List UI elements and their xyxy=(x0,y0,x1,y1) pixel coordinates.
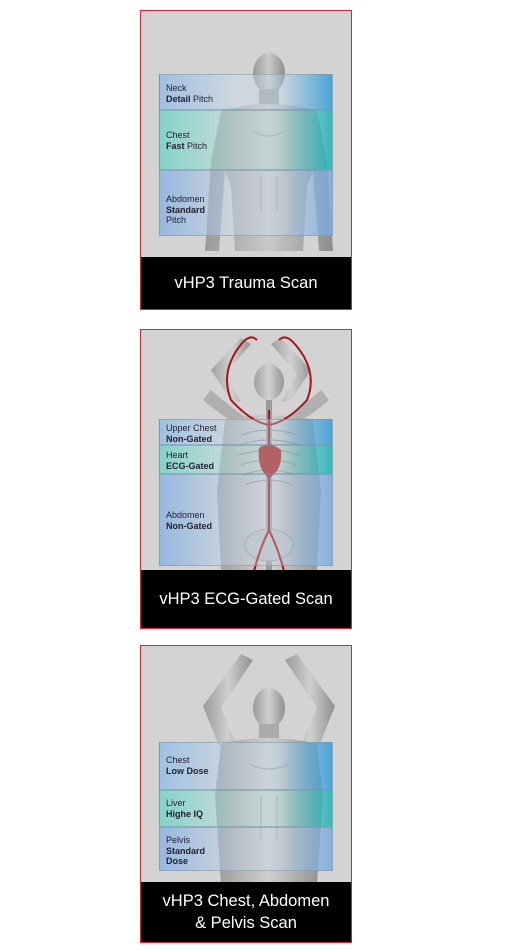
caption-text: vHP3 Trauma Scan xyxy=(174,274,318,292)
band-setting-label: Standard xyxy=(166,845,206,856)
band-setting-suffix: Pitch xyxy=(184,140,208,151)
band-neck: Neck Detail Pitch xyxy=(159,74,333,110)
band-setting-label: Fast xyxy=(166,140,185,151)
band-region-label: Pelvis xyxy=(166,835,191,845)
band-setting-label: Non-Gated xyxy=(166,520,212,531)
chest-abdomen-pelvis-scan-card: Chest Low Dose Liver Highe IQ Pelvis Sta… xyxy=(140,645,352,943)
trauma-scan-card: Neck Detail Pitch Chest Fast Pitch Abdom… xyxy=(140,10,352,310)
caption-text: vHP3 ECG-Gated Scan xyxy=(159,590,333,608)
caption-text-line2: & Pelvis Scan xyxy=(195,914,297,932)
ecg-gated-scan-card: Upper Chest Non-Gated Heart ECG-Gated Ab… xyxy=(140,329,352,629)
band-abdomen: Abdomen Standard Pitch xyxy=(159,170,333,236)
band-setting-label: Detail xyxy=(166,93,191,104)
band-region-label: Neck xyxy=(166,83,187,93)
band-chest: Chest Fast Pitch xyxy=(159,110,333,170)
band-setting-label: ECG-Gated xyxy=(166,460,215,471)
band-setting-suffix: Dose xyxy=(166,856,189,866)
band-pelvis: Pelvis Standard Dose xyxy=(159,827,333,871)
card-caption: vHP3 Chest, Abdomen & Pelvis Scan xyxy=(141,882,351,942)
band-region-label: Abdomen xyxy=(166,510,205,520)
band-setting-suffix: Pitch xyxy=(190,93,214,104)
band-region-label: Liver xyxy=(166,798,186,808)
card-caption: vHP3 ECG-Gated Scan xyxy=(141,570,351,628)
band-abdomen: Abdomen Non-Gated xyxy=(159,474,333,566)
band-chest: Chest Low Dose xyxy=(159,742,333,790)
band-upper-chest: Upper Chest Non-Gated xyxy=(159,419,333,445)
band-region-label: Chest xyxy=(166,130,190,140)
band-region-label: Heart xyxy=(166,450,189,460)
band-setting-label: Non-Gated xyxy=(166,433,212,444)
band-region-label: Upper Chest xyxy=(166,423,217,433)
caption-text-line1: vHP3 Chest, Abdomen xyxy=(162,892,330,910)
band-region-label: Abdomen xyxy=(166,194,205,204)
card-caption: vHP3 Trauma Scan xyxy=(141,257,351,309)
band-setting-label: Standard xyxy=(166,204,206,215)
band-setting-label: Low Dose xyxy=(166,765,209,776)
band-heart: Heart ECG-Gated xyxy=(159,445,333,474)
band-region-label: Chest xyxy=(166,755,190,765)
band-liver: Liver Highe IQ xyxy=(159,790,333,827)
band-setting-suffix: Pitch xyxy=(166,215,187,225)
band-setting-label: Highe IQ xyxy=(166,808,204,819)
